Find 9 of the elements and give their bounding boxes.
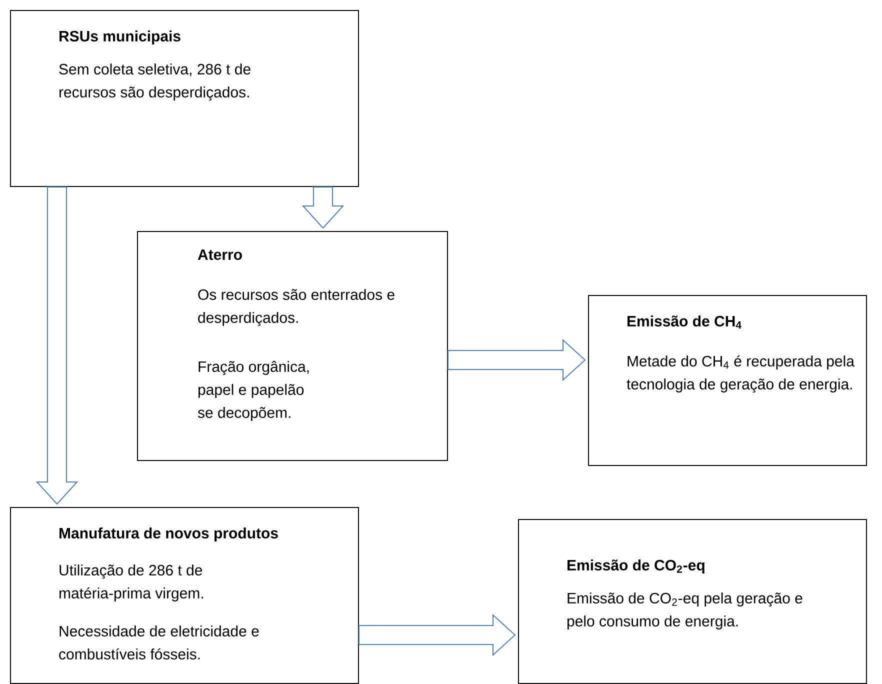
text-box: RSUs municipais Sem coleta seletiva, 286 t de recursos são desperdiçados. bbox=[10, 10, 359, 187]
block-arrow bbox=[302, 186, 344, 229]
block-arrow bbox=[448, 338, 586, 382]
block-arrow bbox=[36, 186, 78, 505]
text-box: Manufatura de novos produtos Utilização de 286 t de matéria-prima virgem. Necessidade de eletricidade e combustíveis fósseis. bbox=[10, 507, 359, 684]
text-box: Emissão de CH$_{4}$ Metade do CH$_{4}$ é recuperada pela tecnologia de geração de energia. bbox=[588, 295, 867, 466]
text-box: Emissão de CO$_{2}$-eq Emissão de CO$_{2}$-eq pela geração e pelo consumo de energia. bbox=[518, 519, 867, 684]
block-arrow bbox=[358, 614, 516, 656]
text-box: Aterro Os recursos são enterrados e desperdiçados. Fração orgânica, papel e papelão se decopõem. bbox=[137, 231, 448, 461]
